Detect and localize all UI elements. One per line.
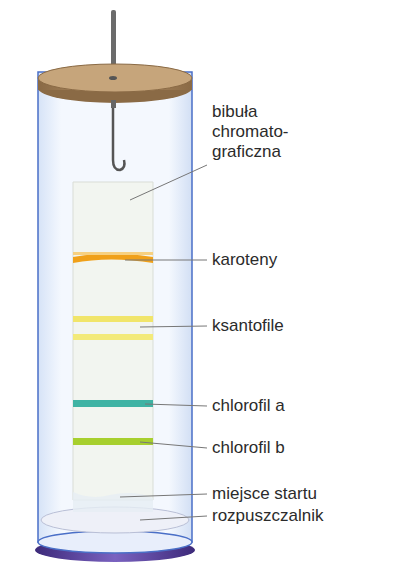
pigment-label: chlorofil b [212,438,392,458]
chlorophyll-a-band [73,400,153,407]
hook [113,103,125,170]
xanthophyll-band [73,316,153,322]
chromatography-paper [73,182,153,500]
solvent-label: rozpuszczalnik [212,506,402,526]
start-label: miejsce startu [212,484,402,504]
pigment-label: ksantofile [212,316,392,336]
pigment-label: chlorofil a [212,396,392,416]
glass-cylinder [38,72,192,542]
chlorophyll-b-band [73,438,153,445]
paper-label: bibuła chromato- graficzna [212,102,304,162]
pigment-label: karoteny [212,250,392,270]
leader-lines [120,165,207,520]
